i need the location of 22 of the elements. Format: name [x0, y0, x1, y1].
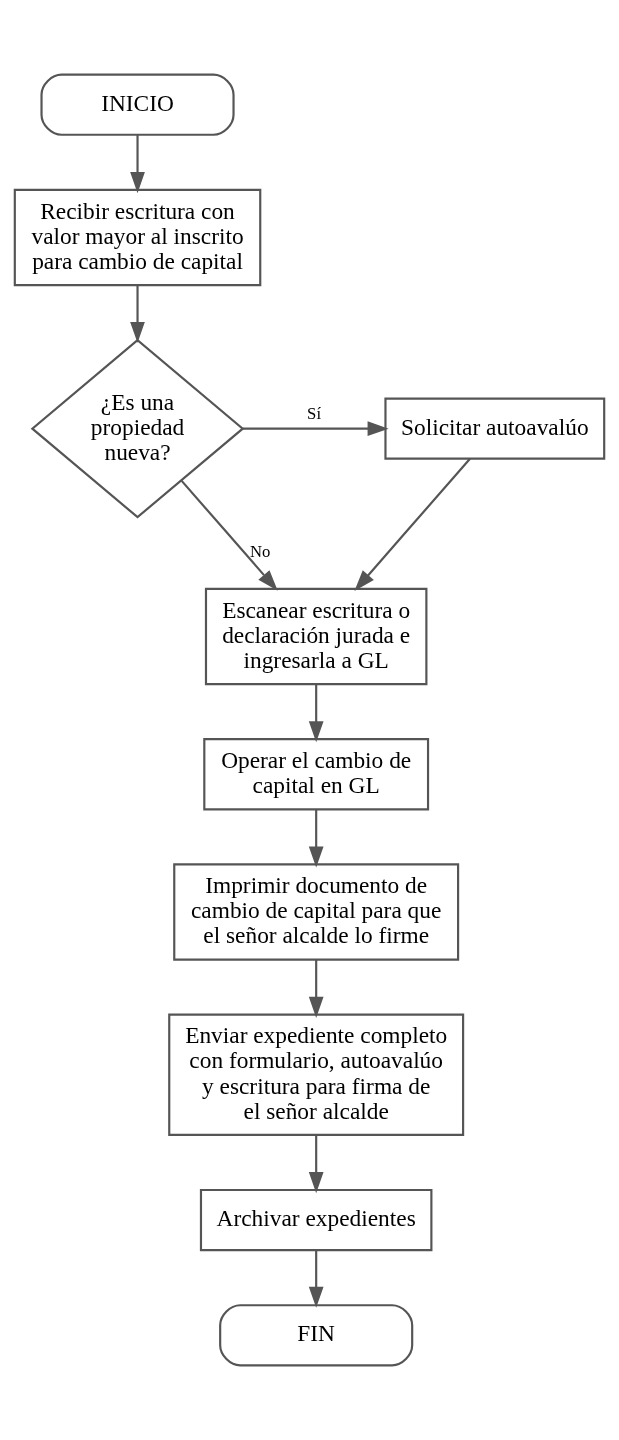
node-diamond: ¿Es una propiedad nueva? — [30, 338, 245, 519]
arrow — [308, 809, 324, 868]
arrow — [242, 421, 389, 436]
node-box: FIN — [219, 1304, 414, 1367]
arrow — [180, 480, 278, 591]
edge-label: Sí — [307, 403, 322, 423]
node-box: Archivar expedientes — [199, 1188, 433, 1252]
arrow — [308, 684, 324, 743]
arrow — [130, 135, 145, 194]
node-box: Operar el cambio de capital en GL — [203, 738, 430, 811]
arrow — [308, 1250, 324, 1308]
node-box: INICIO — [40, 73, 235, 136]
node-box: Solicitar autoavalúo — [384, 397, 606, 460]
node-box: Enviar expediente completo con formulario, autoavalúo y escritura para firma de el señor alcalde — [168, 1013, 465, 1136]
edge-label: No — [250, 542, 271, 562]
node-box: Escanear escritura o declaración jurada e ingresarla a GL — [204, 587, 428, 686]
node-box: Recibir escritura con valor mayor al inscrito para cambio de capital — [13, 188, 262, 287]
arrow — [130, 285, 145, 343]
arrow — [354, 458, 471, 592]
arrow — [308, 959, 324, 1018]
node-box: Imprimir documento de cambio de capital para que el señor alcalde lo firme — [173, 863, 460, 961]
arrow — [308, 1135, 324, 1194]
